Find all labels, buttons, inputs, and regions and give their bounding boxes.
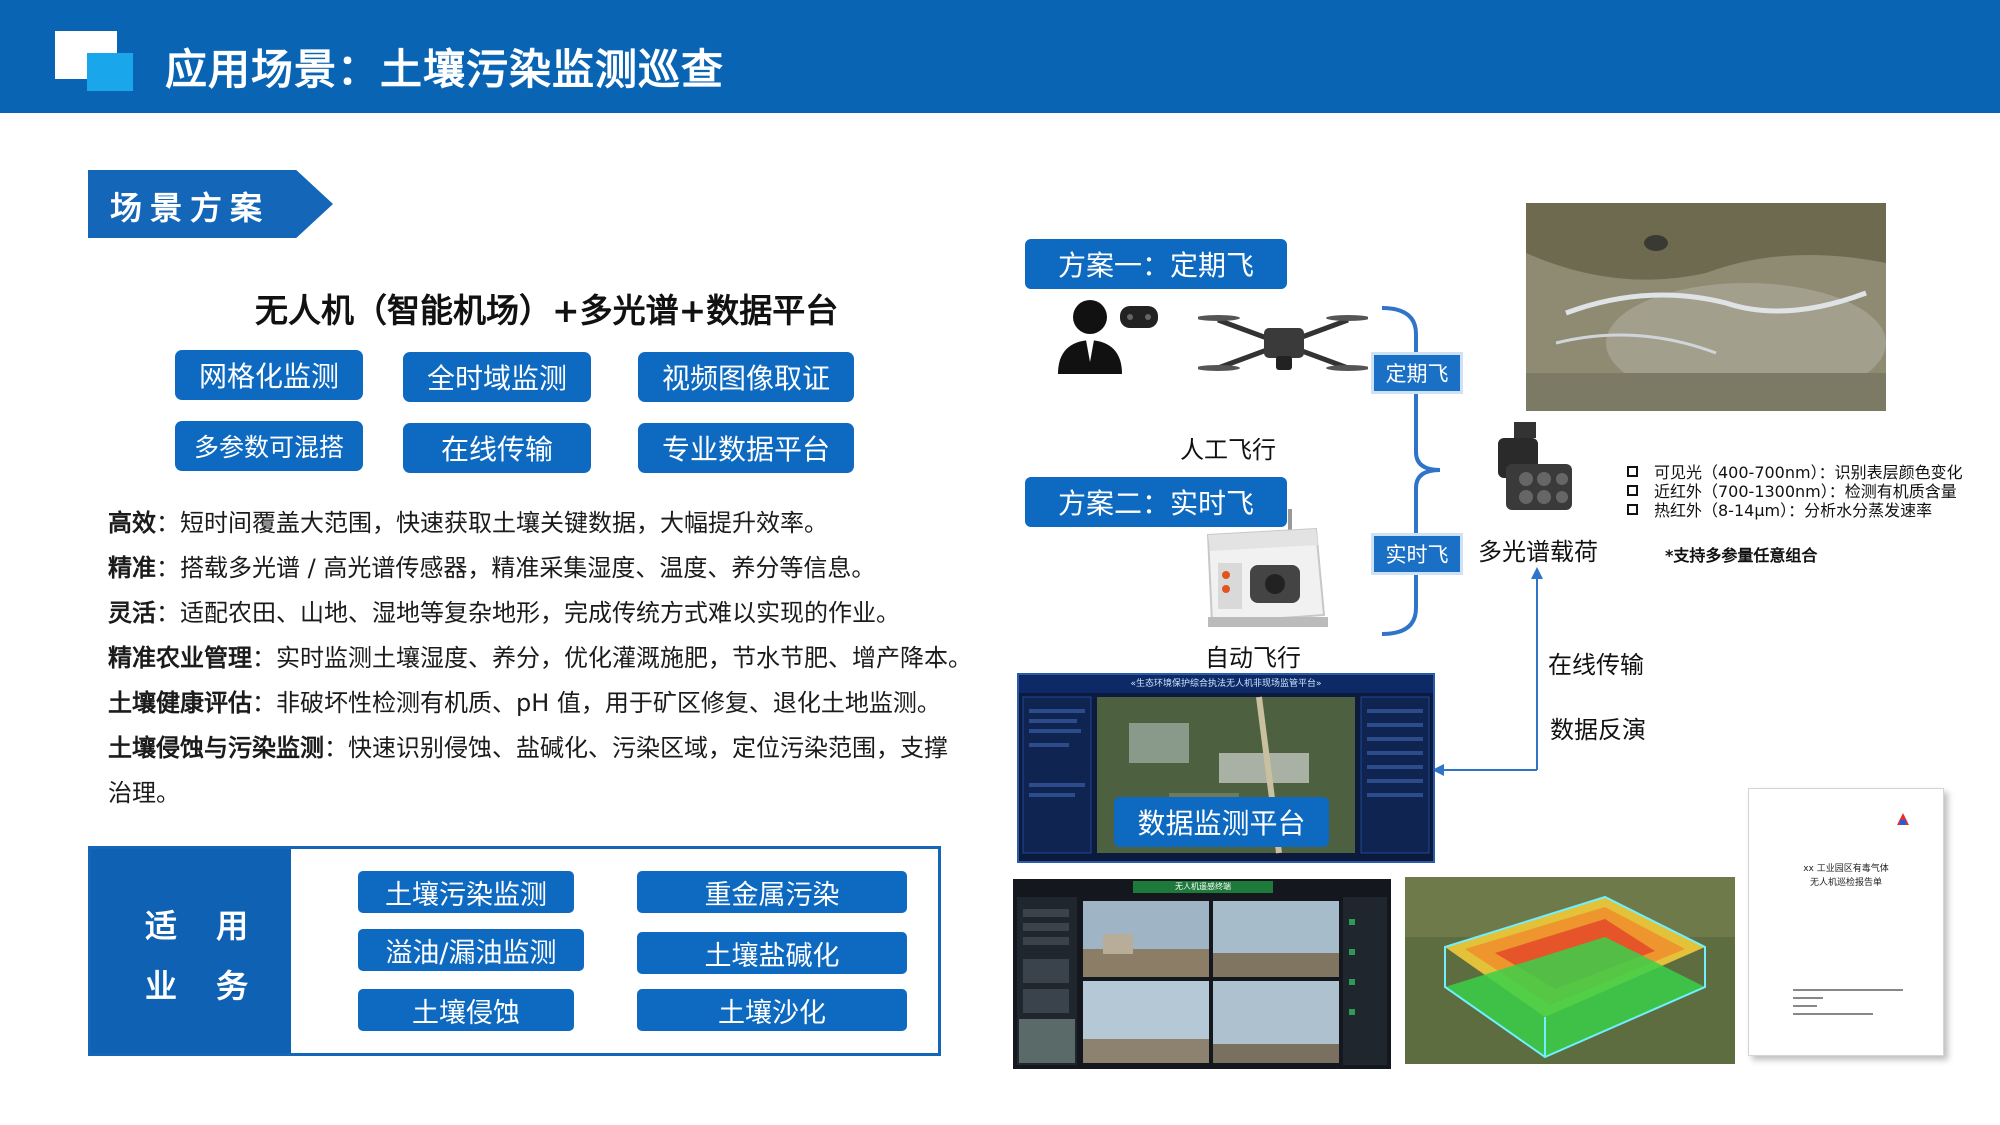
- feature-multi-parameter: 多参数可混搭: [175, 421, 363, 471]
- business-item: 土壤沙化: [637, 989, 907, 1031]
- checkbox-icon: [1627, 465, 1638, 477]
- business-item: 重金属污染: [637, 871, 907, 913]
- business-label-line2: 业 务: [145, 967, 263, 1005]
- video-header: 无人机遥感终端: [1133, 881, 1273, 893]
- business-side-label: 适 用 业 务: [91, 849, 291, 1053]
- page-title: 应用场景：土壤污染监测巡查: [165, 45, 725, 94]
- spec-note: *支持多参量任意组合: [1665, 546, 1818, 565]
- business-item: 土壤侵蚀: [358, 989, 574, 1031]
- spec-item: 近红外（700-1300nm）：检测有机质含量: [1627, 478, 1957, 502]
- soil-3d-heatmap-image: [1405, 877, 1735, 1064]
- data-platform-screenshot: «生态环境保护综合执法无人机非现场监管平台» 数据监测平台: [1017, 673, 1435, 863]
- drone-icon: [1198, 298, 1368, 390]
- desc-line: 精准农业管理：实时监测土壤湿度、养分，优化灌溉施肥，节水节肥、增产降本。: [108, 644, 972, 672]
- spec-item: 可见光（400-700nm）：识别表层颜色变化: [1627, 459, 1963, 483]
- feature-online-transfer: 在线传输: [403, 423, 591, 473]
- feature-all-time-monitoring: 全时域监测: [403, 352, 591, 402]
- data-flow-arrow: [1430, 565, 1550, 780]
- payload-caption: 多光谱载荷: [1478, 538, 1598, 566]
- report-title-line1: xx 工业园区有毒气体: [1803, 864, 1889, 874]
- feature-video-evidence: 视频图像取证: [638, 352, 854, 402]
- desc-line: 高效：短时间覆盖大范围，快速获取土壤关键数据，大幅提升效率。: [108, 509, 828, 537]
- plan1-tag: 方案一：定期飞: [1025, 239, 1287, 289]
- section-tag: 场景方案: [88, 170, 333, 238]
- business-item: 溢油/漏油监测: [358, 929, 584, 971]
- section-tag-label: 场景方案: [110, 189, 271, 227]
- drone-dock-icon: [1198, 505, 1334, 633]
- feature-data-platform: 专业数据平台: [638, 423, 854, 473]
- report-title-line2: 无人机巡检报告单: [1809, 878, 1882, 888]
- bracket-connector: [1378, 302, 1448, 640]
- desc-line: 土壤健康评估：非破坏性检测有机质、pH 值，用于矿区修复、退化土地监测。: [108, 689, 941, 717]
- spec-item: 热红外（8-14μm）：分析水分蒸发速率: [1627, 497, 1932, 521]
- header-bar: 应用场景：土壤污染监测巡查: [0, 0, 2000, 113]
- business-box: 适 用 业 务 土壤污染监测 重金属污染 溢油/漏油监测 土壤盐碱化 土壤侵蚀 …: [88, 846, 941, 1056]
- polluted-terrain-photo: [1526, 203, 1886, 411]
- feature-grid-monitoring: 网格化监测: [175, 350, 363, 400]
- video-monitor-screenshot: 无人机遥感终端: [1013, 879, 1391, 1069]
- plan2-tag: 方案二：实时飞: [1025, 477, 1287, 527]
- desc-line: 精准：搭载多光谱 / 高光谱传感器，精准采集湿度、温度、养分等信息。: [108, 554, 876, 582]
- checkbox-icon: [1627, 484, 1638, 496]
- main-heading: 无人机（智能机场）+多光谱+数据平台: [255, 291, 839, 330]
- data-inversion-caption: 数据反演: [1550, 716, 1646, 744]
- desc-line: 土壤侵蚀与污染监测：快速识别侵蚀、盐碱化、污染区域，定位污染范围，支撑: [108, 734, 948, 762]
- periodic-flight-label: 定期飞: [1371, 352, 1463, 394]
- business-item: 土壤盐碱化: [637, 932, 907, 974]
- desc-line: 灵活：适配农田、山地、湿地等复杂地形，完成传统方式难以实现的作业。: [108, 599, 900, 627]
- report-logo-icon: [1897, 813, 1909, 825]
- platform-header: «生态环境保护综合执法无人机非现场监管平台»: [1019, 675, 1433, 693]
- auto-flight-caption: 自动飞行: [1205, 644, 1301, 672]
- business-label-line1: 适 用: [145, 907, 263, 945]
- operator-icon: [1050, 292, 1162, 376]
- manual-flight-caption: 人工飞行: [1180, 436, 1276, 464]
- inspection-report-thumbnail: xx 工业园区有毒气体 无人机巡检报告单: [1748, 788, 1944, 1056]
- realtime-flight-label: 实时飞: [1371, 533, 1463, 575]
- business-item: 土壤污染监测: [358, 871, 574, 913]
- logo-square-cyan: [87, 53, 133, 91]
- platform-label: 数据监测平台: [1114, 797, 1329, 847]
- multispectral-camera-icon: [1484, 418, 1576, 518]
- checkbox-icon: [1627, 503, 1638, 515]
- desc-line: 治理。: [108, 779, 180, 807]
- online-transfer-caption: 在线传输: [1548, 651, 1644, 679]
